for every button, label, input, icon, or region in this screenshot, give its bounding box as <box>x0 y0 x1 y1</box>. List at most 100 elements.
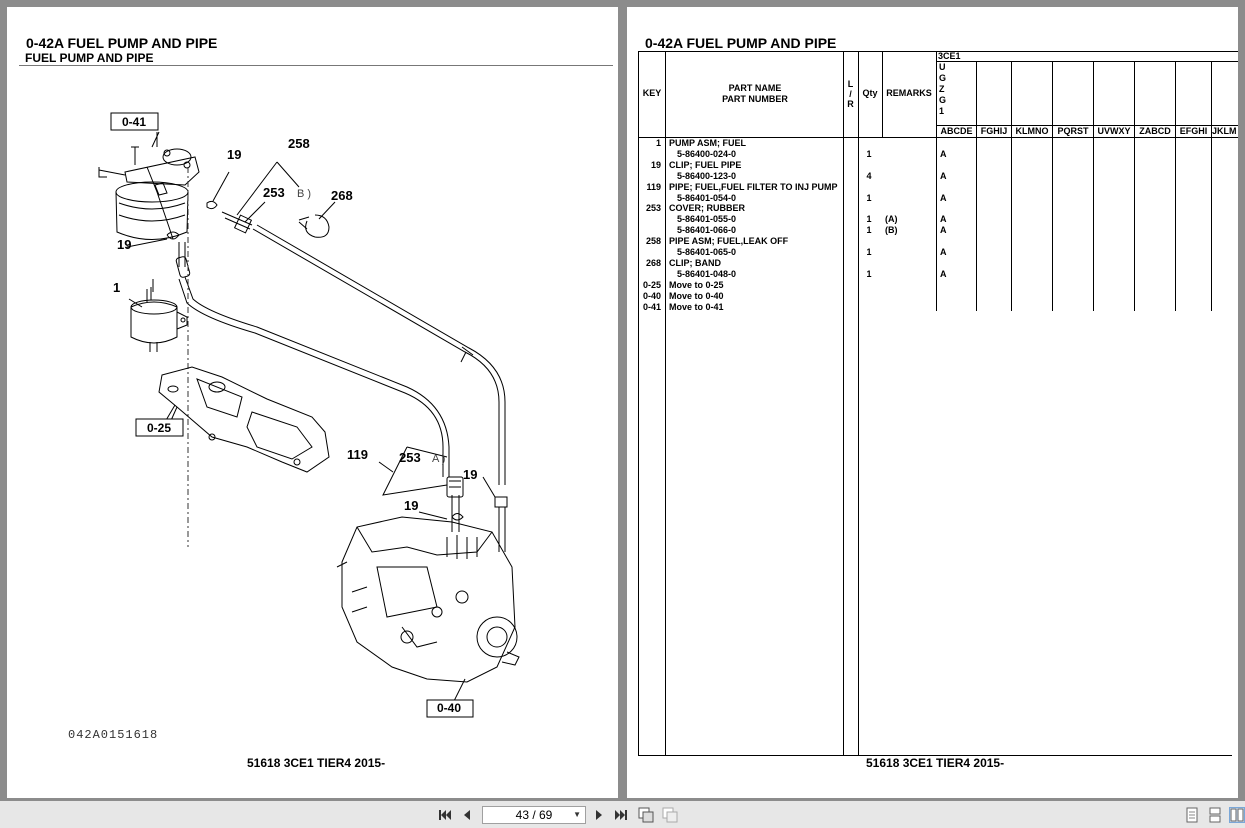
callout-268: 268 <box>331 188 353 203</box>
last-page-icon[interactable] <box>613 807 629 823</box>
row-part-name: CLIP; BAND <box>669 257 721 268</box>
fuel-pump-drawing <box>130 279 188 352</box>
variant-col-6: ZABCD <box>1139 126 1171 136</box>
single-page-icon[interactable] <box>1184 807 1200 823</box>
next-page-icon[interactable] <box>591 807 607 823</box>
mark-a: A ) <box>432 453 445 465</box>
fit-page-icon[interactable] <box>638 807 654 823</box>
model-code-4: G <box>939 95 947 105</box>
diagram-title: 0-42A FUEL PUMP AND PIPE <box>26 35 218 51</box>
variant-col-1: ABCDE <box>940 126 973 136</box>
row-part-name: COVER; RUBBER <box>669 203 746 214</box>
parts-footer: 51618 3CE1 TIER4 2015- <box>866 756 1005 770</box>
model-code-2: G <box>939 73 947 83</box>
parts-list-page: 0-42A FUEL PUMP AND PIPE KEY PART NAME P… <box>627 7 1238 798</box>
row-qty: 1 <box>866 148 872 159</box>
callout-253-a: 253 <box>399 450 421 465</box>
fuel-filter-drawing <box>98 146 200 240</box>
row-part-number: 5-86401-048-0 <box>677 268 737 279</box>
variant-col-2: FGHIJ <box>980 126 1008 136</box>
callout-258: 258 <box>288 136 310 151</box>
header-part-number: PART NUMBER <box>722 94 788 104</box>
row-key: 258 <box>645 236 661 247</box>
clip-19-lower-drawing <box>166 231 180 240</box>
row-key: 0-41 <box>642 301 661 312</box>
fit-width-icon[interactable] <box>662 807 678 823</box>
row-remarks: (B) <box>885 225 898 236</box>
diagram-subtitle: FUEL PUMP AND PIPE <box>25 51 154 65</box>
row-part-number: 5-86401-055-0 <box>677 214 737 225</box>
row-qty: 1 <box>866 268 872 279</box>
variant-col-5: UVWXY <box>1097 126 1131 136</box>
row-key: 1 <box>655 138 661 148</box>
row-part-name: Move to 0-40 <box>669 290 724 301</box>
row-variant-mark: A <box>940 192 947 203</box>
callout-19-b: 19 <box>117 237 131 252</box>
chevron-down-icon: ▼ <box>573 810 581 819</box>
row-key: 19 <box>650 159 661 170</box>
callout-19-a: 19 <box>227 147 241 162</box>
header-lr-slash: / <box>849 89 852 99</box>
callout-0-25: 0-25 <box>147 421 171 435</box>
row-part-name: Move to 0-25 <box>669 279 724 290</box>
variant-header-rule <box>936 125 1238 126</box>
prev-page-icon[interactable] <box>459 807 475 823</box>
two-page-icon[interactable] <box>1229 807 1245 823</box>
row-part-name: PIPE ASM; FUEL,LEAK OFF <box>669 236 789 247</box>
callout-119: 119 <box>347 447 368 462</box>
variant-col-8: JKLM <box>1212 126 1237 136</box>
header-lr-r: R <box>847 99 854 109</box>
row-key: 0-40 <box>642 290 661 301</box>
row-qty: 1 <box>866 214 872 225</box>
row-qty: 1 <box>866 247 872 257</box>
variant-col-3: KLMNO <box>1015 126 1049 136</box>
row-variant-mark: A <box>940 268 947 279</box>
clip-19-upper-drawing <box>206 200 218 210</box>
title-rule <box>19 65 613 66</box>
row-part-number: 5-86400-123-0 <box>677 170 737 181</box>
viewer-toolbar: 43 / 69 ▼ <box>0 801 1245 828</box>
model-code-1: U <box>939 62 946 72</box>
injection-pump-drawing <box>336 476 520 683</box>
row-part-number: 5-86400-024-0 <box>677 148 737 159</box>
mark-b: B ) <box>297 188 311 200</box>
row-part-number: 5-86401-054-0 <box>677 192 737 203</box>
callout-0-40: 0-40 <box>437 701 461 715</box>
row-part-number: 5-86401-066-0 <box>677 225 737 236</box>
table-top-border <box>638 51 1238 52</box>
row-variant-mark: A <box>940 247 947 257</box>
row-remarks: (A) <box>885 214 898 225</box>
table-bottom-border <box>638 755 1232 756</box>
row-key: 268 <box>645 257 661 268</box>
row-key: 0-25 <box>642 279 661 290</box>
row-part-name: PIPE; FUEL,FUEL FILTER TO INJ PUMP <box>669 181 838 192</box>
model-code-5: 1 <box>939 106 945 116</box>
row-part-number: 5-86401-065-0 <box>677 247 737 257</box>
row-variant-mark: A <box>940 148 947 159</box>
row-qty: 1 <box>866 225 872 236</box>
header-lr-l: L <box>847 79 854 89</box>
manifold-drawing <box>158 366 330 473</box>
parts-title: 0-42A FUEL PUMP AND PIPE <box>645 35 837 51</box>
diagram-footer: 51618 3CE1 TIER4 2015- <box>247 756 386 770</box>
header-bottom-rule <box>638 137 1238 138</box>
row-qty: 1 <box>866 192 872 203</box>
drawing-code: 042A0151618 <box>68 728 158 742</box>
header-part-name: PART NAME <box>728 83 782 93</box>
header-qty: Qty <box>862 88 878 98</box>
page-indicator: 43 / 69 <box>515 808 553 822</box>
first-page-icon[interactable] <box>437 807 453 823</box>
callout-19-c: 19 <box>463 467 477 482</box>
continuous-page-icon[interactable] <box>1207 807 1223 823</box>
row-variant-mark: A <box>940 170 947 181</box>
variant-col-4: PQRST <box>1057 126 1089 136</box>
page-number-select[interactable]: 43 / 69 ▼ <box>482 806 586 824</box>
header-model: 3CE1 <box>938 51 961 61</box>
callout-253-b: 253 <box>263 185 285 200</box>
row-part-name: CLIP; FUEL PIPE <box>669 159 742 170</box>
model-header-rule <box>936 61 1238 62</box>
header-key: KEY <box>642 88 662 98</box>
row-variant-mark: A <box>940 225 947 236</box>
row-key: 253 <box>645 203 661 214</box>
callout-19-d: 19 <box>404 498 418 513</box>
